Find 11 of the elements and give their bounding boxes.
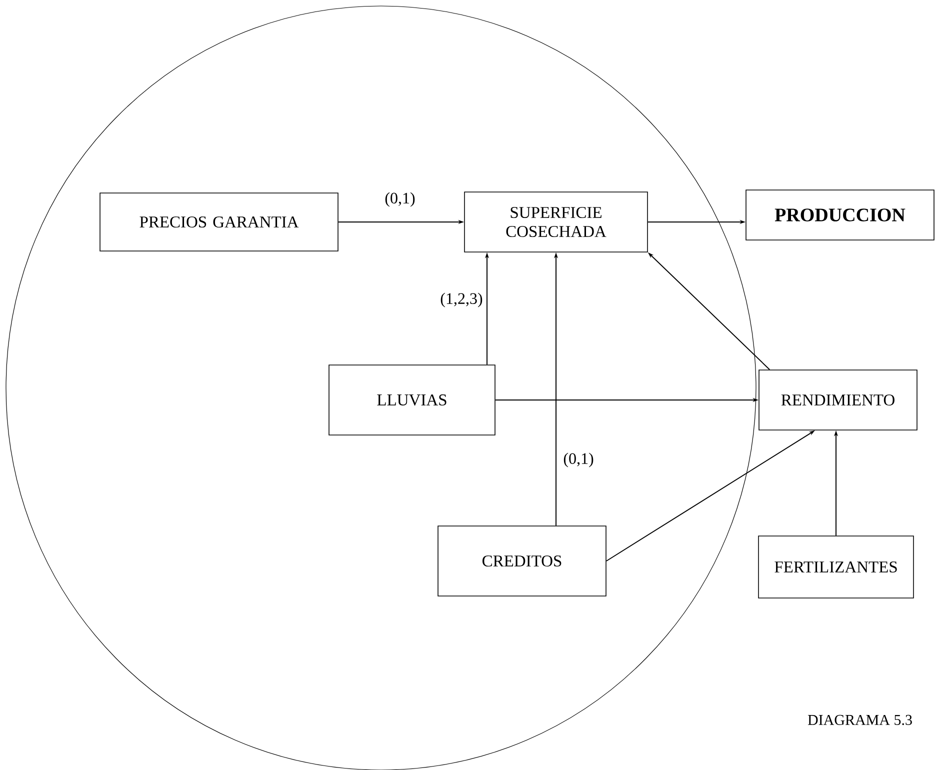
edge-label: (1,2,3) (439, 292, 484, 308)
edge-label: (0,1) (384, 191, 416, 208)
box: RENDIMIENTO (758, 370, 918, 430)
box: PRECIOS GARANTIA (100, 192, 338, 252)
diagram-number: DIAGRAMA 5.3 (808, 714, 912, 726)
box: SUPERFICIE COSECHADA (464, 192, 648, 252)
box: FERTILIZANTES (758, 536, 914, 598)
box: PRODUCCION (746, 190, 934, 240)
box: LLUVIAS (328, 364, 496, 436)
edge-label: (0,1) (562, 452, 595, 468)
box: CREDITOS (438, 526, 606, 596)
